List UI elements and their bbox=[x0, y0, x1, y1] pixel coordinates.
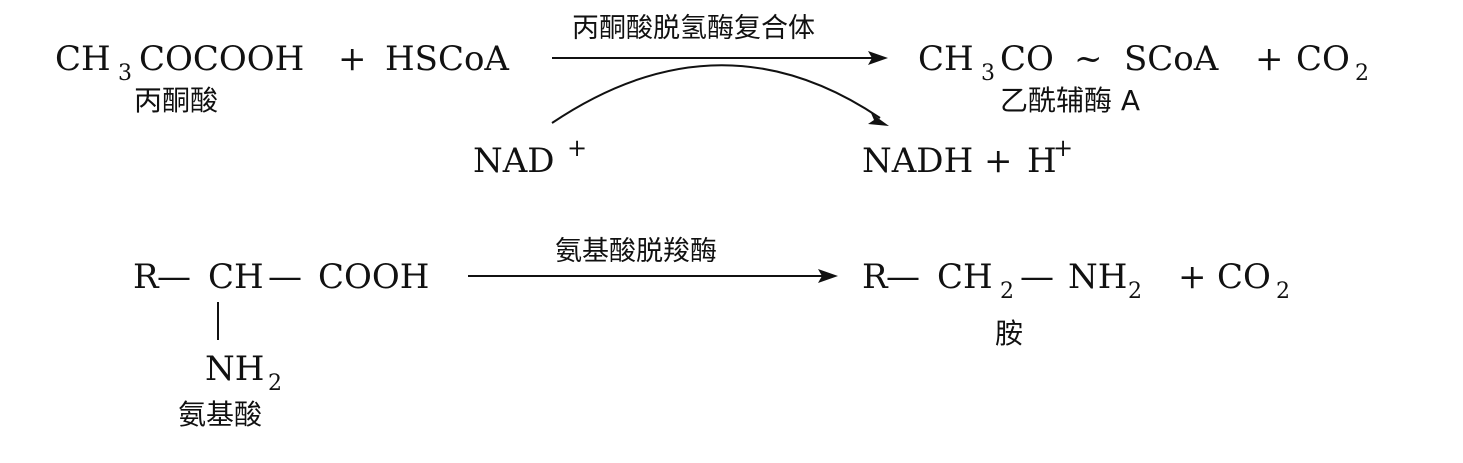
co2-co-2: CO bbox=[1217, 257, 1271, 297]
amino-acid-bond-2: — bbox=[268, 257, 302, 297]
amine-ch: CH bbox=[937, 257, 993, 297]
amino-acid-formula: R — CH — COOH NH 2 bbox=[133, 257, 429, 396]
amino-acid-r: R bbox=[133, 257, 160, 297]
pyruvate-subscript: 3 bbox=[118, 61, 132, 86]
amine-nh: NH bbox=[1068, 257, 1127, 297]
proton-h: H bbox=[1027, 141, 1057, 181]
amino-acid-label: 氨基酸 bbox=[178, 398, 262, 431]
main-arrow-1-head bbox=[868, 51, 888, 65]
coenzyme-a-formula: HSCoA bbox=[385, 39, 509, 79]
pyruvate-ch: CH bbox=[55, 39, 111, 79]
enzyme-label-decarboxylase: 氨基酸脱羧酶 bbox=[555, 236, 717, 267]
co2-subscript: 2 bbox=[1355, 61, 1369, 86]
acetyl-co: CO bbox=[1000, 39, 1054, 79]
thioester-bond: ~ bbox=[1074, 39, 1103, 79]
pyruvate-label: 丙酮酸 bbox=[134, 84, 218, 117]
acetyl-ch: CH bbox=[918, 39, 974, 79]
proton-superscript: + bbox=[1053, 134, 1073, 162]
acetyl-scoa: SCoA bbox=[1124, 39, 1219, 79]
amine-ch-subscript: 2 bbox=[1000, 279, 1014, 304]
acetyl-coa-formula: CH 3 CO ~ SCoA bbox=[918, 39, 1219, 86]
co2-co: CO bbox=[1296, 39, 1350, 79]
acetyl-coa-label: 乙酰辅酶 A bbox=[1000, 84, 1140, 117]
pyruvate-rest: COCOOH bbox=[139, 39, 304, 79]
reaction-1: CH 3 COCOOH + HSCoA 丙酮酸 丙酮酸脱氢酶复合体 CH 3 C… bbox=[55, 13, 1369, 181]
amino-acid-cooh: COOH bbox=[318, 257, 429, 297]
amine-label: 胺 bbox=[995, 317, 1023, 350]
amine-bond-1: — bbox=[886, 257, 920, 297]
nadh-plus-h: NADH + H + bbox=[862, 134, 1073, 181]
nadh-plus: + bbox=[984, 141, 1013, 181]
plus-sign-3: + bbox=[1178, 257, 1207, 297]
co2-formula-2: CO 2 bbox=[1217, 257, 1290, 304]
nad-plus: NAD + bbox=[473, 134, 587, 181]
amino-acid-ch: CH bbox=[208, 257, 264, 297]
amine-r: R bbox=[862, 257, 889, 297]
acetyl-subscript: 3 bbox=[981, 61, 995, 86]
amine-formula: R — CH 2 — NH 2 bbox=[862, 257, 1142, 304]
amino-group-subscript: 2 bbox=[268, 371, 282, 396]
amino-acid-bond-1: — bbox=[157, 257, 191, 297]
reaction-2: R — CH — COOH NH 2 氨基酸 氨基酸脱羧酶 R — CH 2 —… bbox=[133, 236, 1290, 431]
co2-subscript-2: 2 bbox=[1276, 279, 1290, 304]
nad-text: NAD bbox=[473, 141, 555, 181]
plus-sign-2: + bbox=[1255, 39, 1284, 79]
main-arrow-2-head bbox=[818, 269, 838, 283]
nad-curved-arrow-head bbox=[868, 113, 889, 126]
amine-nh-subscript: 2 bbox=[1128, 279, 1142, 304]
co2-formula-1: CO 2 bbox=[1296, 39, 1369, 86]
plus-sign-1: + bbox=[338, 39, 367, 79]
amino-group-nh: NH bbox=[205, 349, 264, 389]
nad-superscript: + bbox=[567, 134, 587, 162]
enzyme-label-pdh: 丙酮酸脱氢酶复合体 bbox=[572, 13, 815, 44]
amine-bond-2: — bbox=[1020, 257, 1054, 297]
pyruvate-formula: CH 3 COCOOH bbox=[55, 39, 304, 86]
nad-curved-arrow bbox=[551, 64, 881, 124]
nadh-text: NADH bbox=[862, 141, 973, 181]
